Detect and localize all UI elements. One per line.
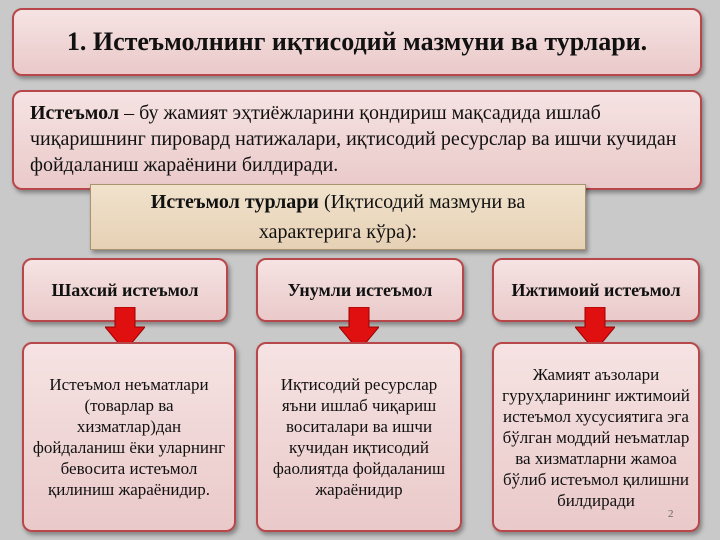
definition-term: Истеъмол [30,102,120,124]
slide-title: 1. Истеъмолнинг иқтисодий мазмуни ва тур… [66,27,648,56]
body-social-consumption: Жамият аъзолари гуруҳларининг ижтимоий и… [492,342,700,532]
title-box: 1. Истеъмолнинг иқтисодий мазмуни ва тур… [12,8,702,76]
body-productive-consumption: Иқтисодий ресурслар яъни ишлаб чиқариш в… [256,342,462,532]
page-number: 2 [668,508,674,520]
types-box: Истеъмол турлари (Иқтисодий мазмуни ва х… [90,184,586,250]
heading-social-label: Ижтимоий истеъмол [511,279,681,300]
down-arrow-icon [339,307,379,351]
definition-text: – бу жамият эҳтиёжларини қондириш мақсад… [30,102,677,176]
definition-box: Истеъмол – бу жамият эҳтиёжларини қондир… [12,90,702,190]
down-arrow-icon [105,307,145,351]
types-heading-rest: (Иқтисодий мазмуни ва характерига кўра): [258,191,526,243]
definition-paragraph: Истеъмол – бу жамият эҳтиёжларини қондир… [30,100,684,178]
types-heading-bold: Истеъмол турлари [150,191,319,213]
down-arrow-icon [575,307,615,351]
body-social-text: Жамият аъзолари гуруҳларининг ижтимоий и… [502,364,690,510]
body-productive-text: Иқтисодий ресурслар яъни ишлаб чиқариш в… [272,375,446,499]
body-personal-consumption: Истеъмол неъматлари (товарлар ва хизматл… [22,342,236,532]
types-heading: Истеъмол турлари (Иқтисодий мазмуни ва х… [111,187,565,247]
body-personal-text: Истеъмол неъматлари (товарлар ва хизматл… [32,375,226,499]
heading-productive-label: Унумли истеъмол [287,279,433,300]
heading-personal-label: Шахсий истеъмол [51,279,199,300]
